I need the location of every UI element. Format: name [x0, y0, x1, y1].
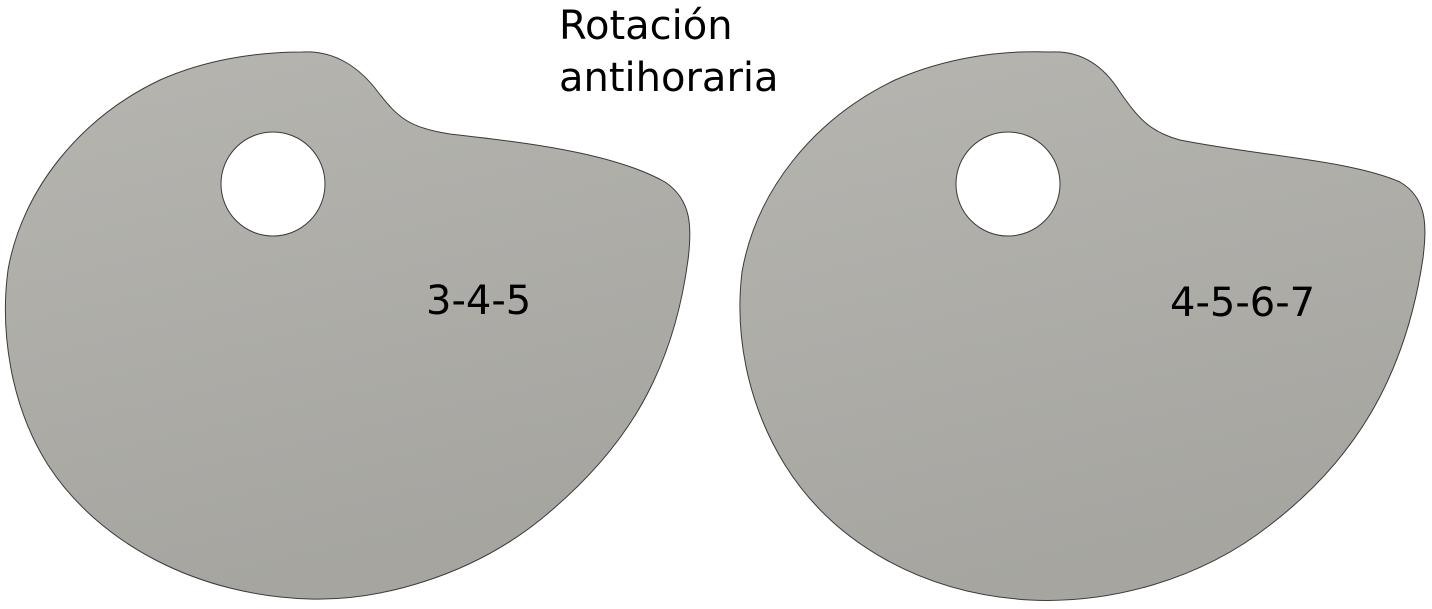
title-line-2: antihoraria — [559, 55, 779, 101]
diagram-title: Rotación antihoraria — [559, 0, 779, 104]
cam-right-profile — [739, 51, 1426, 601]
cam-right: 4-5-6-7 — [739, 51, 1426, 601]
title-line-1: Rotación — [559, 3, 733, 49]
cam-left-profile — [4, 51, 691, 600]
cam-left: 3-4-5 — [4, 51, 691, 600]
cam-right-label: 4-5-6-7 — [1170, 280, 1315, 326]
cam-left-label: 3-4-5 — [426, 278, 531, 324]
